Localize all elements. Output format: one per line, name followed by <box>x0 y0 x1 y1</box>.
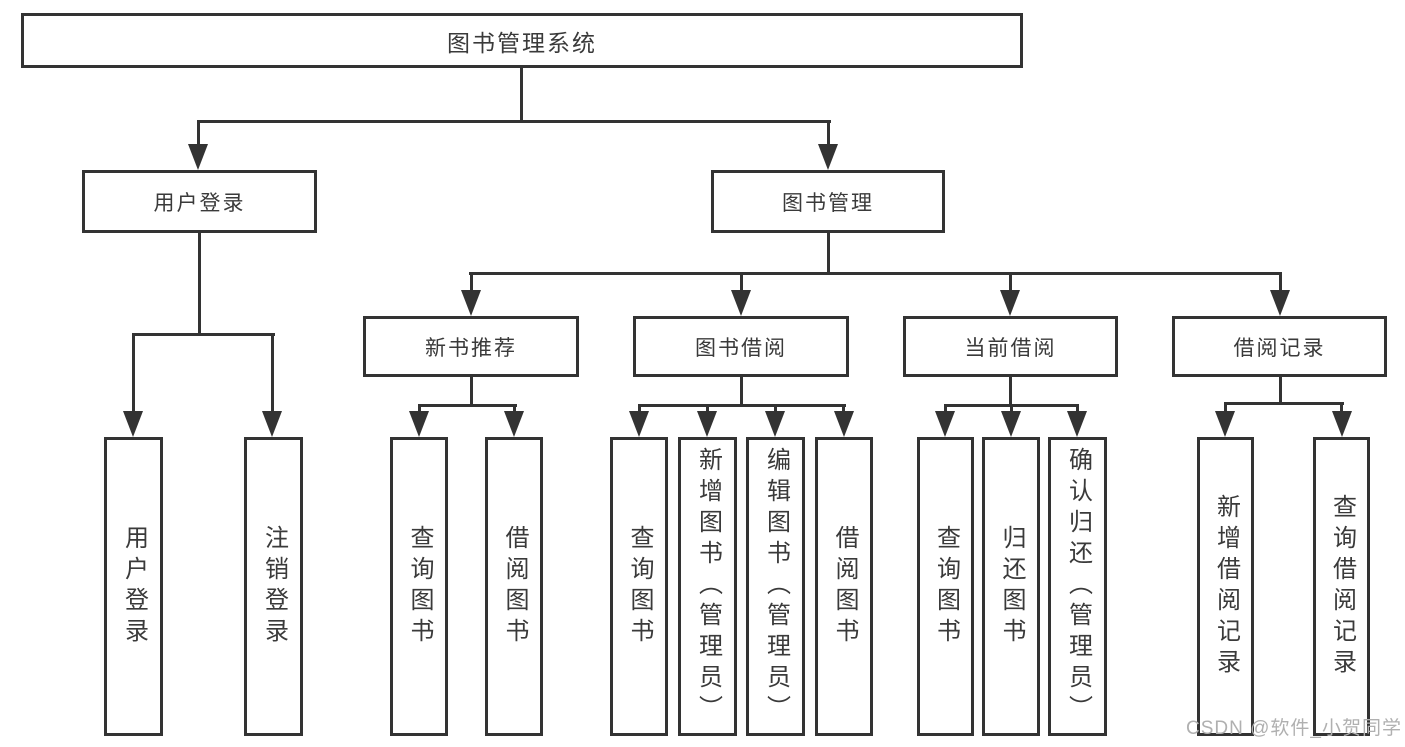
connector-line <box>638 404 846 407</box>
arrow-down-icon <box>461 290 481 316</box>
connector-line <box>197 120 831 123</box>
connector-line <box>469 272 1282 275</box>
leaf-label: 查询图书 <box>406 524 433 649</box>
leaf-borrow-edit-book-admin: 编辑图书（管理员） <box>746 437 805 736</box>
arrow-down-icon <box>697 411 717 437</box>
leaf-label: 归还图书 <box>998 524 1025 649</box>
connector-line <box>1224 402 1227 413</box>
leaf-label: 注销登录 <box>260 524 288 649</box>
leaf-records-query-record: 查询借阅记录 <box>1313 437 1370 736</box>
connector-line <box>1279 376 1282 405</box>
connector-line <box>418 404 421 413</box>
leaf-label: 新增图书（管理员） <box>694 447 722 726</box>
arrow-down-icon <box>834 411 854 437</box>
connector-line <box>740 272 743 292</box>
arrow-down-icon <box>1270 290 1290 316</box>
leaf-newrec-borrow-book: 借阅图书 <box>485 437 543 736</box>
leaf-current-query-book: 查询图书 <box>917 437 974 736</box>
connector-line <box>1076 404 1079 413</box>
connector-line <box>706 404 709 413</box>
arrow-down-icon <box>1215 411 1235 437</box>
node-user-login: 用户登录 <box>82 170 317 233</box>
arrow-down-icon <box>409 411 429 437</box>
leaf-label: 确认归还（管理员） <box>1064 447 1092 726</box>
leaf-label: 借阅图书 <box>501 524 528 649</box>
connector-line <box>827 233 830 275</box>
leaf-label: 借阅图书 <box>831 524 858 649</box>
connector-line <box>132 333 135 413</box>
leaf-borrow-borrow-book: 借阅图书 <box>815 437 873 736</box>
connector-line <box>520 68 523 122</box>
arrow-down-icon <box>1000 290 1020 316</box>
node-label: 新书推荐 <box>425 336 517 360</box>
node-current-borrow: 当前借阅 <box>903 316 1118 377</box>
arrow-down-icon <box>1067 411 1087 437</box>
connector-line <box>1009 376 1012 407</box>
leaf-borrow-query-book: 查询图书 <box>610 437 668 736</box>
arrow-down-icon <box>629 411 649 437</box>
node-label: 借阅记录 <box>1233 336 1326 360</box>
connector-line <box>740 376 743 407</box>
connector-line <box>470 376 473 407</box>
arrow-down-icon <box>1332 411 1352 437</box>
leaf-newrec-query-book: 查询图书 <box>390 437 448 736</box>
connector-line <box>774 404 777 413</box>
node-book-management: 图书管理 <box>711 170 945 233</box>
leaf-label: 查询借阅记录 <box>1328 493 1356 680</box>
node-label: 用户登录 <box>153 191 246 215</box>
connector-line <box>1010 404 1013 413</box>
csdn-watermark: CSDN @软件_小贺同学 <box>1186 718 1402 739</box>
leaf-records-add-record: 新增借阅记录 <box>1197 437 1254 736</box>
leaf-label: 查询图书 <box>626 524 653 649</box>
arrow-down-icon <box>731 290 751 316</box>
leaf-logout: 注销登录 <box>244 437 303 736</box>
leaf-current-return-book: 归还图书 <box>982 437 1040 736</box>
connector-line <box>827 120 830 148</box>
arrow-down-icon <box>935 411 955 437</box>
leaf-label: 编辑图书（管理员） <box>762 447 790 726</box>
connector-line <box>1009 272 1012 292</box>
leaf-label: 新增借阅记录 <box>1212 493 1240 680</box>
connector-line <box>638 404 641 413</box>
arrow-down-icon <box>818 144 838 170</box>
arrow-down-icon <box>123 411 143 437</box>
connector-line <box>1224 402 1344 405</box>
arrow-down-icon <box>765 411 785 437</box>
arrow-down-icon <box>188 144 208 170</box>
arrow-down-icon <box>504 411 524 437</box>
arrow-down-icon <box>262 411 282 437</box>
leaf-user-login: 用户登录 <box>104 437 163 736</box>
connector-line <box>198 233 201 336</box>
leaf-borrow-add-book-admin: 新增图书（管理员） <box>678 437 737 736</box>
connector-line <box>418 404 517 407</box>
node-label: 图书管理系统 <box>447 29 597 56</box>
connector-line <box>1279 272 1282 292</box>
node-borrow-records: 借阅记录 <box>1172 316 1387 377</box>
connector-line <box>513 404 516 413</box>
leaf-label: 用户登录 <box>120 524 148 649</box>
connector-line <box>1340 402 1343 413</box>
node-book-borrow: 图书借阅 <box>633 316 849 377</box>
node-library-system: 图书管理系统 <box>21 13 1023 68</box>
connector-line <box>197 120 200 148</box>
connector-line <box>132 333 275 336</box>
node-label: 图书管理 <box>782 191 874 215</box>
connector-line <box>842 404 845 413</box>
arrow-down-icon <box>1001 411 1021 437</box>
node-label: 当前借阅 <box>964 336 1057 360</box>
connector-line <box>944 404 947 413</box>
connector-line <box>470 272 473 292</box>
node-new-book-recommend: 新书推荐 <box>363 316 579 377</box>
leaf-label: 查询图书 <box>932 524 960 649</box>
connector-line <box>271 333 274 413</box>
leaf-current-confirm-return-admin: 确认归还（管理员） <box>1048 437 1107 736</box>
node-label: 图书借阅 <box>695 336 787 360</box>
